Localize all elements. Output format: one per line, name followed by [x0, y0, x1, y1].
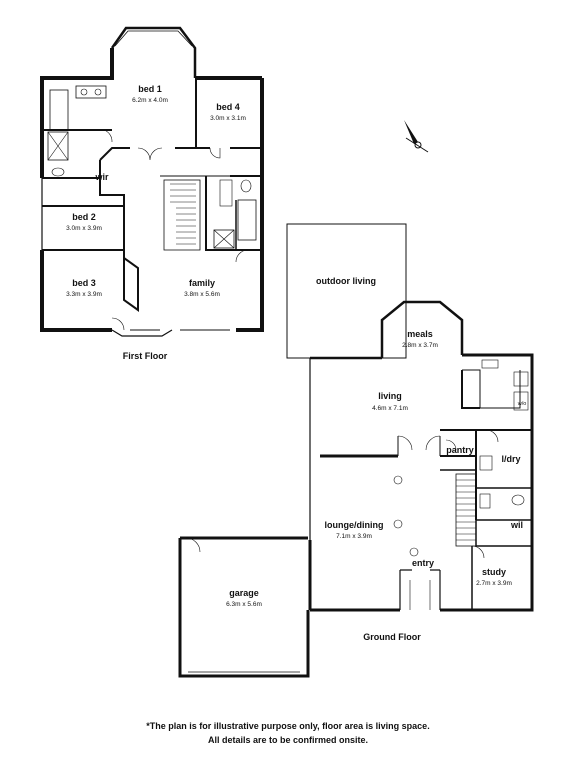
north-arrow-icon: [404, 120, 432, 170]
disclaimer-line-2: All details are to be confirmed onsite.: [207, 735, 369, 745]
first-floor-label: First Floor: [123, 351, 168, 361]
room-label-bed4: bed 4: [216, 102, 240, 112]
room-label-family: family: [189, 278, 215, 288]
room-size-living: 4.6m x 7.1m: [372, 405, 408, 412]
room-label-study: study: [482, 567, 506, 577]
room-size-lounge-dining: 7.1m x 3.9m: [336, 533, 372, 540]
room-label-wir: wir: [94, 172, 109, 182]
room-size-meals: 2.8m x 3.7m: [402, 342, 438, 349]
ground-floor-label: Ground Floor: [363, 632, 421, 642]
room-size-bed1: 6.2m x 4.0m: [132, 97, 168, 104]
room-label-bed1: bed 1: [138, 84, 162, 94]
room-size-bed3: 3.3m x 3.9m: [66, 291, 102, 298]
room-label-garage: garage: [229, 588, 259, 598]
room-label-wil: wil: [510, 520, 523, 530]
room-size-study: 2.7m x 3.9m: [476, 580, 512, 587]
disclaimer-line-1: *The plan is for illustrative purpose on…: [146, 721, 430, 731]
room-label-ldry: l/dry: [501, 454, 520, 464]
room-label-outdoor-living: outdoor living: [316, 276, 376, 286]
room-size-bed4: 3.0m x 3.1m: [210, 115, 246, 122]
room-size-bed2: 3.0m x 3.9m: [66, 225, 102, 232]
ground-floor-plan: [178, 223, 534, 678]
room-label-pantry: pantry: [446, 445, 474, 455]
room-size-garage: 6.3m x 5.6m: [226, 601, 262, 608]
room-size-family: 3.8m x 5.6m: [184, 291, 220, 298]
room-label-lounge-dining: lounge/dining: [325, 520, 384, 530]
room-label-living: living: [378, 391, 402, 401]
first-floor-plan: [40, 26, 264, 337]
room-label-bed3: bed 3: [72, 278, 96, 288]
fixture-label-wo: w/o: [517, 401, 527, 407]
room-label-meals: meals: [407, 329, 433, 339]
room-label-bed2: bed 2: [72, 212, 96, 222]
room-label-entry: entry: [412, 558, 434, 568]
